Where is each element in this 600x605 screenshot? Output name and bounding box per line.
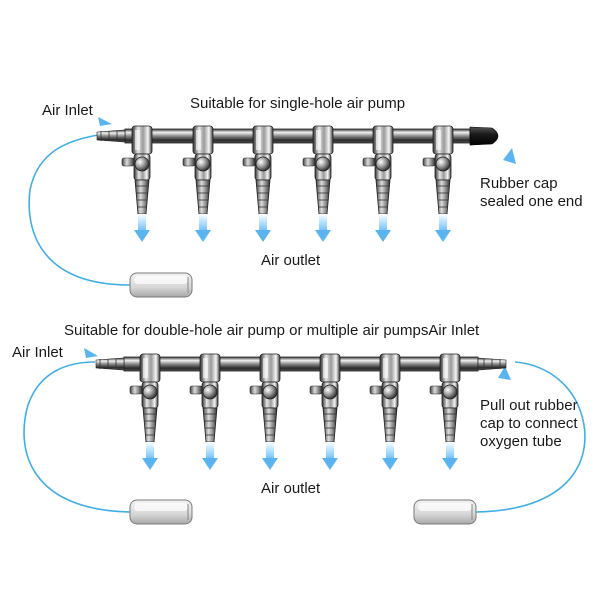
top-heading: Suitable for single-hole air pump bbox=[190, 95, 406, 112]
bottom-valve-6 bbox=[429, 353, 461, 470]
bottom-left-air-tube bbox=[23, 361, 131, 513]
bottom-outlet-arrow-4 bbox=[322, 458, 338, 470]
bottom-outlet-arrow-5 bbox=[382, 458, 398, 470]
top-outlet-arrow-1 bbox=[134, 230, 150, 242]
bottom-air-inlet-label: Air Inlet bbox=[12, 344, 63, 361]
bottom-right-pointer bbox=[498, 366, 511, 380]
top-air-tube bbox=[28, 134, 131, 286]
top-valve-6 bbox=[422, 125, 454, 242]
top-air-outlet-label: Air outlet bbox=[261, 252, 321, 269]
top-outlet-arrow-4 bbox=[315, 230, 331, 242]
top-valve-5 bbox=[362, 125, 394, 242]
bottom-valve-5 bbox=[369, 353, 401, 470]
bottom-valve-3 bbox=[249, 353, 281, 470]
bottom-valve-4 bbox=[309, 353, 341, 470]
top-valve-4 bbox=[302, 125, 334, 242]
bottom-valve-1 bbox=[129, 353, 161, 470]
bottom-outlet-arrow-3 bbox=[262, 458, 278, 470]
bottom-heading: Suitable for double-hole air pump or mul… bbox=[64, 322, 480, 339]
pull-out-cap-label: Pull out rubber cap to connect oxygen tu… bbox=[480, 397, 578, 450]
top-valve-1 bbox=[121, 125, 153, 242]
rubber-cap-label: Rubber cap sealed one end bbox=[480, 175, 583, 210]
top-outlet-arrow-5 bbox=[375, 230, 391, 242]
bottom-right-air-stone bbox=[413, 499, 477, 525]
bottom-outlet-arrow-2 bbox=[202, 458, 218, 470]
bottom-valve-2 bbox=[189, 353, 221, 470]
top-inlet-pointer bbox=[98, 117, 112, 126]
top-outlet-arrow-2 bbox=[195, 230, 211, 242]
top-outlet-arrow-3 bbox=[255, 230, 271, 242]
bottom-left-air-stone bbox=[129, 499, 193, 525]
top-air-stone bbox=[129, 272, 193, 298]
top-valve-3 bbox=[242, 125, 274, 242]
bottom-outlet-arrow-1 bbox=[142, 458, 158, 470]
bottom-outlet-arrow-6 bbox=[442, 458, 458, 470]
top-inlet-barb bbox=[96, 129, 126, 143]
top-outlet-arrow-6 bbox=[435, 230, 451, 242]
bottom-air-outlet-label: Air outlet bbox=[261, 480, 321, 497]
top-valve-2 bbox=[182, 125, 214, 242]
bottom-inlet-pointer bbox=[84, 348, 98, 358]
bottom-right-air-tube bbox=[475, 361, 586, 513]
bottom-inlet-barb bbox=[95, 357, 125, 371]
cap-pointer bbox=[503, 148, 516, 164]
rubber-cap bbox=[469, 126, 499, 146]
top-air-inlet-label: Air Inlet bbox=[42, 102, 93, 119]
